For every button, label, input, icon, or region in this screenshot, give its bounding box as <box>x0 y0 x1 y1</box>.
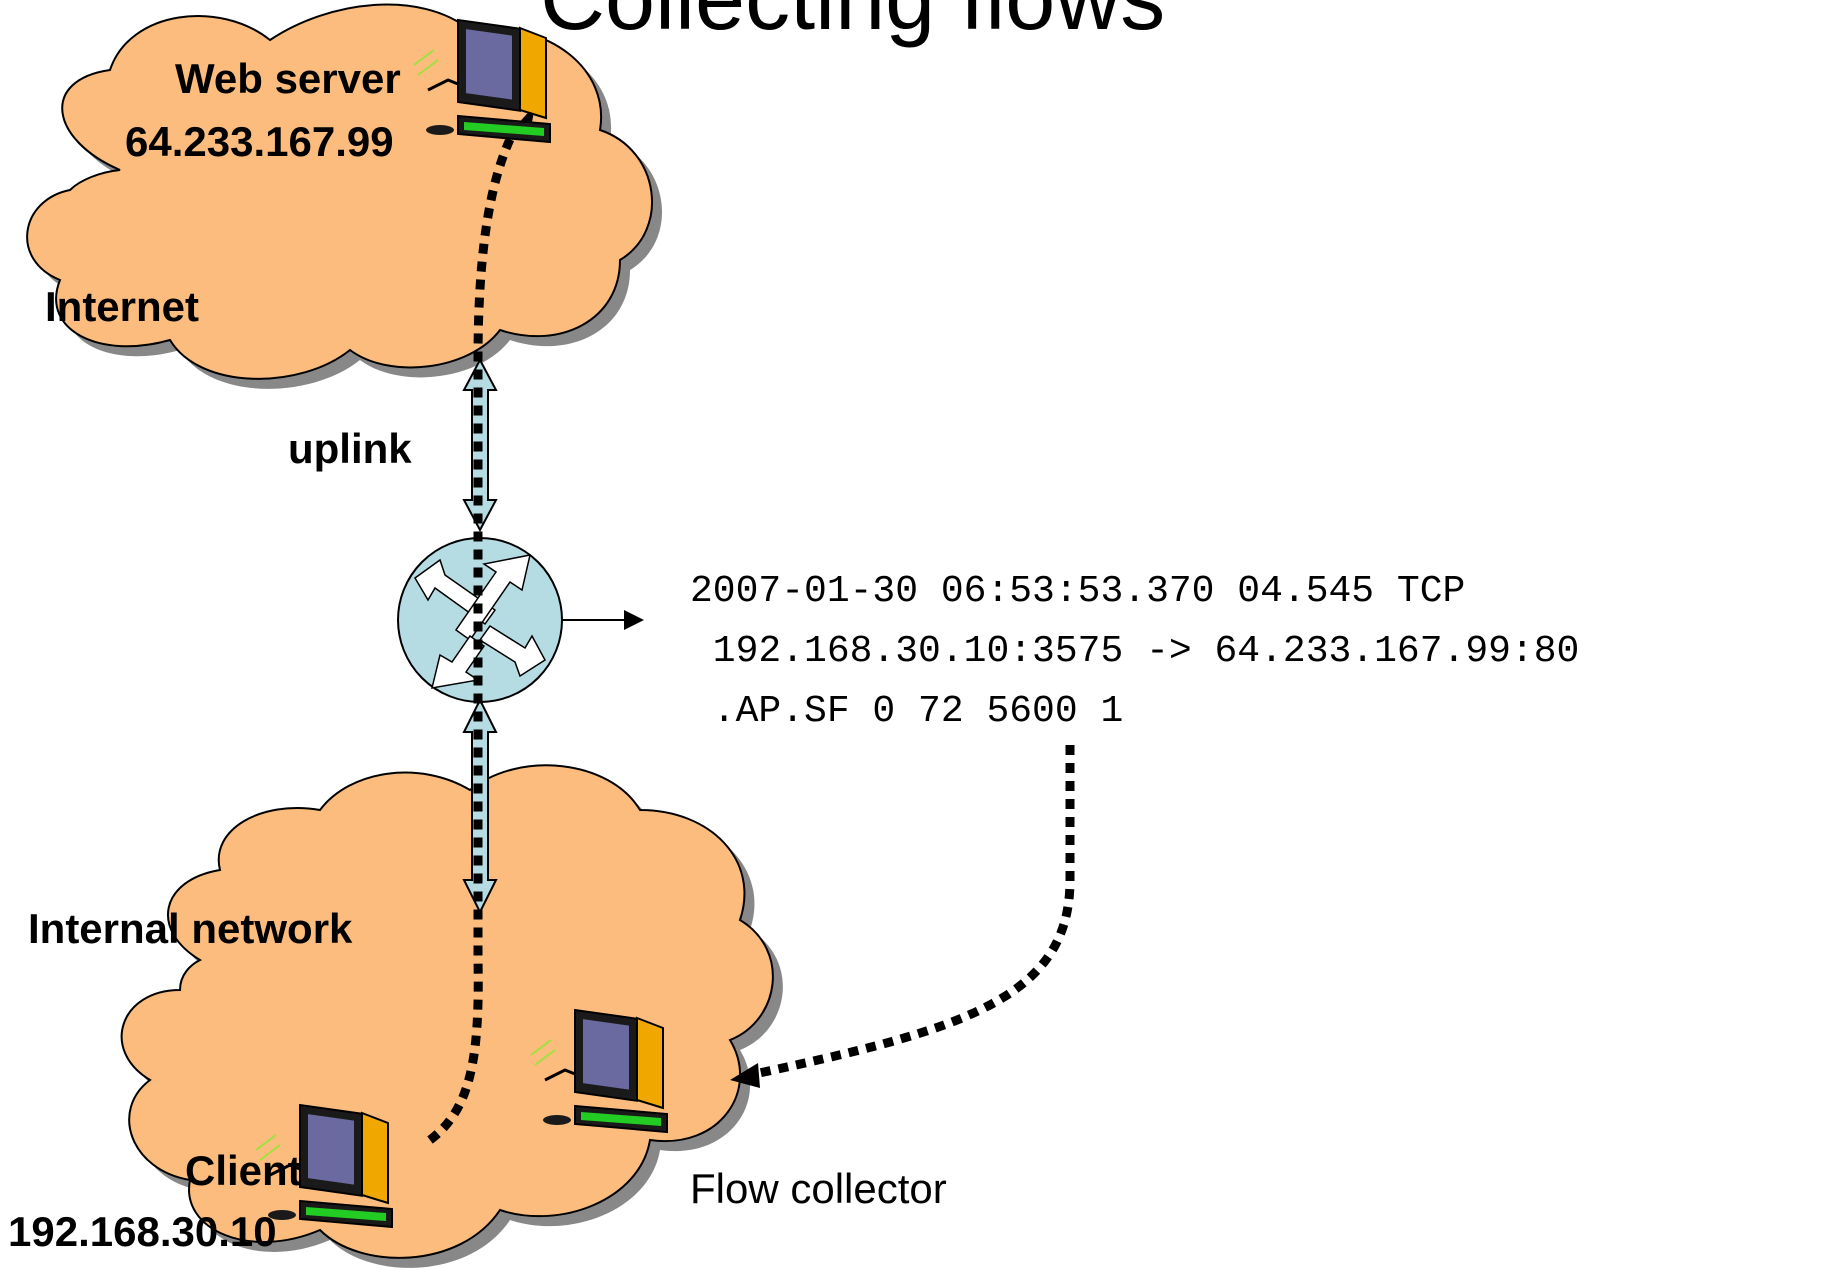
uplink-label: uplink <box>288 425 412 472</box>
flow-record-line1: 2007-01-30 06:53:53.370 04.545 TCP <box>690 570 1466 613</box>
computer-icon <box>530 1008 668 1134</box>
page-title: Collecting flows <box>540 0 1165 51</box>
internal-network-label: Internal network <box>28 905 353 952</box>
collector-path-dotted <box>749 745 1075 1080</box>
router-icon <box>397 537 563 703</box>
client-name: Client <box>185 1147 302 1194</box>
client-ip: 192.168.30.10 <box>8 1208 277 1255</box>
flow-record-line3: .AP.SF 0 72 5600 1 <box>690 690 1124 733</box>
internal-network-cloud <box>120 764 783 1268</box>
internal-cloud-shape <box>120 764 774 1259</box>
collector-path-arrowhead <box>730 1063 760 1088</box>
web-server-name: Web server <box>175 55 401 102</box>
flow-path-dotted <box>427 117 524 1144</box>
flow-collector-label: Flow collector <box>690 1165 947 1212</box>
web-server-ip: 64.233.167.99 <box>125 118 394 165</box>
computer-icon <box>255 1103 393 1229</box>
computer-icon <box>413 18 551 144</box>
flow-record-line2: 192.168.30.10:3575 -> 64.233.167.99:80 <box>690 630 1580 673</box>
internet-label: Internet <box>45 283 200 330</box>
